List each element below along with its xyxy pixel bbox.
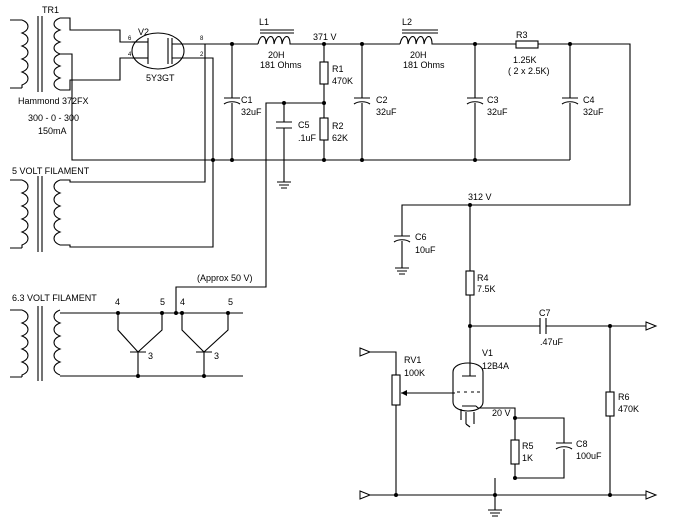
rectifier-pin-6: 6	[128, 36, 132, 42]
resistor-r2	[319, 117, 329, 141]
resistor-r5-value: 1K	[522, 453, 533, 463]
capacitor-c1-value: 32uF	[241, 107, 262, 117]
capacitor-c6-value: 10uF	[415, 245, 436, 255]
choke-l1-value: 20H	[268, 50, 285, 60]
capacitor-c5-value: .1uF	[298, 133, 317, 143]
heater-b-pin-5: 5	[228, 297, 233, 307]
capacitor-c5	[276, 121, 292, 189]
heater-a-pin-5: 5	[160, 297, 165, 307]
heater-a-pin-3: 3	[148, 351, 153, 361]
capacitor-c4-value: 32uF	[583, 107, 604, 117]
capacitor-c4-ref: C4	[583, 95, 595, 105]
tube-v1-type: 12B4A	[482, 361, 509, 371]
potentiometer-rv1-ref: RV1	[404, 355, 421, 365]
capacitor-c7-ref: C7	[539, 308, 551, 318]
capacitor-c6	[393, 235, 411, 275]
transformer-current: 150mA	[38, 126, 67, 136]
b-plus-voltage: 371 V	[313, 32, 337, 42]
resistor-r3-note: ( 2 x 2.5K)	[508, 66, 550, 76]
transformer-voltage: 300 - 0 - 300	[28, 113, 79, 123]
heater-a-pin-4: 4	[115, 297, 120, 307]
capacitor-c1	[223, 44, 241, 160]
filament-transformer-6v3	[10, 306, 243, 381]
capacitor-c8	[555, 436, 573, 456]
input-terminal-top	[359, 347, 372, 357]
ground-symbol	[488, 495, 502, 517]
rectifier-ref: V2	[138, 27, 149, 37]
resistor-r4-value: 7.5K	[477, 284, 496, 294]
filament-6v3-label: 6.3 VOLT FILAMENT	[12, 293, 97, 303]
resistor-r6-ref: R6	[618, 392, 630, 402]
capacitor-c8-value: 100uF	[576, 451, 602, 461]
choke-l2-resistance: 181 Ohms	[403, 60, 445, 70]
choke-l1-resistance: 181 Ohms	[260, 60, 302, 70]
resistor-r4-ref: R4	[477, 273, 489, 283]
heater-tube-a	[117, 313, 163, 376]
stage-voltage: 312 V	[468, 192, 492, 202]
capacitor-c4	[561, 44, 579, 160]
capacitor-c7	[470, 318, 646, 334]
potentiometer-rv1-value: 100K	[404, 368, 425, 378]
tube-v1-ref: V1	[482, 348, 493, 358]
capacitor-c2	[353, 44, 371, 160]
capacitor-c3-value: 32uF	[487, 107, 508, 117]
filament-5v-label: 5 VOLT FILAMENT	[12, 166, 90, 176]
resistor-r2-ref: R2	[332, 121, 344, 131]
triode-tube-v1	[452, 362, 495, 428]
capacitor-c1-ref: C1	[241, 95, 253, 105]
filament-transformer-5v	[10, 44, 214, 252]
resistor-r3-value: 1.25K	[513, 55, 537, 65]
heater-bias-line	[175, 102, 284, 313]
resistor-r1	[319, 61, 329, 85]
resistor-r3	[515, 40, 539, 49]
choke-l2	[399, 29, 440, 45]
output-terminal-top	[645, 321, 658, 331]
resistor-r1-ref: R1	[332, 64, 344, 74]
capacitor-c8-ref: C8	[576, 439, 588, 449]
transformer-model: Hammond 372FX	[18, 96, 89, 106]
capacitor-c3	[466, 44, 484, 160]
choke-l2-ref: L2	[402, 17, 412, 27]
choke-l1-ref: L1	[259, 17, 269, 27]
resistor-r4	[465, 270, 475, 296]
capacitor-c6-ref: C6	[415, 232, 427, 242]
heater-b-pin-3: 3	[214, 351, 219, 361]
rectifier-type: 5Y3GT	[146, 73, 175, 83]
cathode-voltage: 20 V	[492, 408, 511, 418]
heater-b-pin-4: 4	[180, 297, 185, 307]
output-terminal-bottom	[645, 490, 658, 500]
choke-l1	[257, 29, 296, 45]
rectifier-pin-8: 8	[200, 36, 204, 42]
transformer-ref: TR1	[42, 5, 59, 15]
capacitor-c5-ref: C5	[298, 120, 310, 130]
rectifier-pin-4: 4	[128, 52, 132, 58]
input-terminal-bottom	[359, 490, 372, 500]
resistor-r5-ref: R5	[522, 441, 534, 451]
choke-l2-value: 20H	[410, 50, 427, 60]
heater-tube-b	[181, 313, 229, 376]
resistor-r6-value: 470K	[618, 404, 639, 414]
resistor-r5	[510, 439, 520, 465]
capacitor-c2-ref: C2	[376, 95, 388, 105]
power-transformer	[10, 16, 213, 161]
heater-bias-voltage: (Approx 50 V)	[197, 273, 253, 283]
resistor-r6	[605, 391, 615, 417]
rectifier-pin-2: 2	[200, 52, 204, 58]
resistor-r1-value: 470K	[332, 76, 353, 86]
capacitor-c7-value: .47uF	[540, 337, 564, 347]
rectifier-tube	[131, 32, 210, 70]
potentiometer-rv1	[391, 374, 401, 406]
capacitor-c2-value: 32uF	[376, 107, 397, 117]
capacitor-c3-ref: C3	[487, 95, 499, 105]
resistor-r2-value: 62K	[332, 133, 348, 143]
resistor-r3-ref: R3	[516, 30, 528, 40]
